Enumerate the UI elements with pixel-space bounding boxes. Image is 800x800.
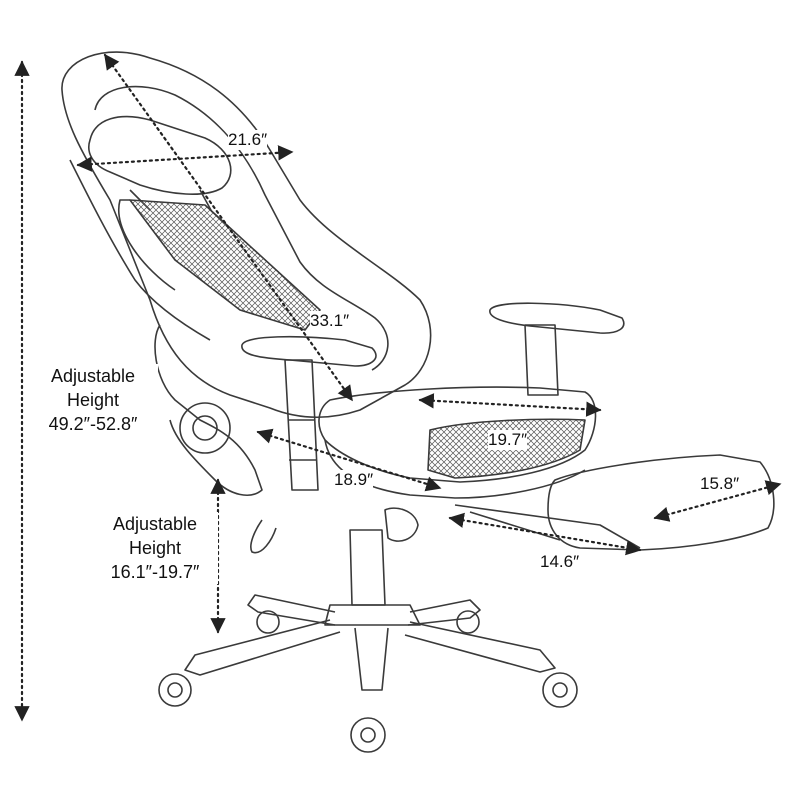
caster-back-left <box>256 610 280 634</box>
footrest-depth-value: 14.6″ <box>540 552 580 572</box>
base-leg-front-left <box>184 619 341 676</box>
seat-depth-value: 18.9″ <box>334 470 374 490</box>
headrest-width-line <box>76 145 294 172</box>
recline-knob <box>179 402 231 454</box>
caster-back-right <box>456 610 480 634</box>
side-bracket <box>154 324 263 496</box>
seat-width-value: 19.7″ <box>488 430 528 450</box>
armrest-right-pad <box>489 302 625 334</box>
seat-height-title: Adjustable <box>112 514 198 534</box>
footrest-depth-line <box>448 512 642 556</box>
caster-front-right <box>542 672 578 708</box>
gas-lift-cylinder <box>349 529 386 606</box>
overall-height-title: Adjustable <box>50 366 136 386</box>
base-leg-back-left <box>247 594 336 626</box>
backrest-outline <box>61 51 432 419</box>
footrest-cushion <box>547 454 775 551</box>
tension-knob <box>384 507 419 542</box>
backrest-height-value: 33.1″ <box>310 311 350 331</box>
armrest-left-pad <box>241 335 377 367</box>
base-center-hub <box>324 604 421 626</box>
seat-height-subtitle: Height <box>128 538 182 558</box>
seat-height-value: 16.1″-19.7″ <box>110 562 200 582</box>
headrest-pillow <box>88 115 232 195</box>
caster-front-left <box>158 673 192 707</box>
overall-height-value: 49.2″-52.8″ <box>48 414 138 434</box>
seat-width-line <box>418 393 602 417</box>
seat-height-label: Adjustable Height 16.1″-19.7″ <box>92 512 218 584</box>
caster-front <box>350 717 386 753</box>
base-leg-front-right <box>404 621 556 673</box>
armrest-left-post <box>284 359 319 491</box>
lift-lever <box>250 519 277 554</box>
base-leg-back-right <box>407 599 481 626</box>
armrest-right-post <box>524 324 559 396</box>
base-leg-front <box>354 627 389 691</box>
headrest-width-value: 21.6″ <box>228 130 268 150</box>
overall-height-label: Adjustable Height 49.2″-52.8″ <box>28 364 158 436</box>
overall-height-subtitle: Height <box>66 390 120 410</box>
dimension-lines <box>14 53 782 722</box>
seat-depth-line <box>256 428 442 492</box>
backrest-height-line <box>103 53 354 402</box>
footrest-width-value: 15.8″ <box>700 474 740 494</box>
chair-illustration <box>61 51 775 753</box>
footrest-width-line <box>653 480 782 522</box>
backrest-mesh-panel <box>129 199 321 331</box>
